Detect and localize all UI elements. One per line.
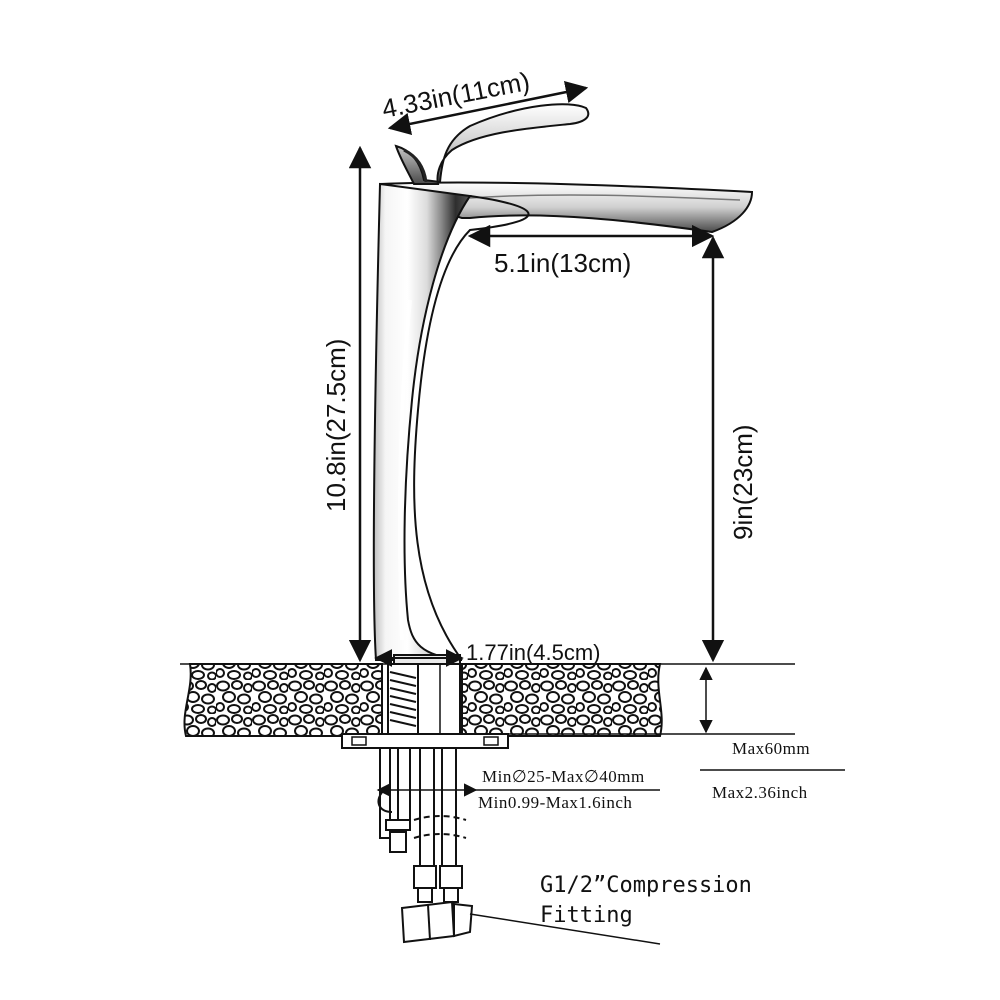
spout-height-label: 9in(23cm) [728,424,758,540]
dimension-lines [348,81,845,945]
fitting-label-line2: Fitting [540,903,633,928]
deck-thickness-mm-label: Max60mm [732,739,810,758]
fitting-label-line1: G1/2”Compression [540,873,752,898]
base-diameter-label: 1.77in(4.5cm) [466,640,601,665]
countertop [180,663,795,737]
spout-reach-label: 5.1in(13cm) [494,248,631,278]
hole-range-in-label: Min0.99-Max1.6inch [478,793,632,812]
total-height-label: 10.8in(27.5cm) [321,339,351,512]
faucet-body [372,103,754,668]
deck-thickness-in-label: Max2.36inch [712,783,808,802]
hole-range-mm-label: Min∅25-Max∅40mm [482,767,645,786]
